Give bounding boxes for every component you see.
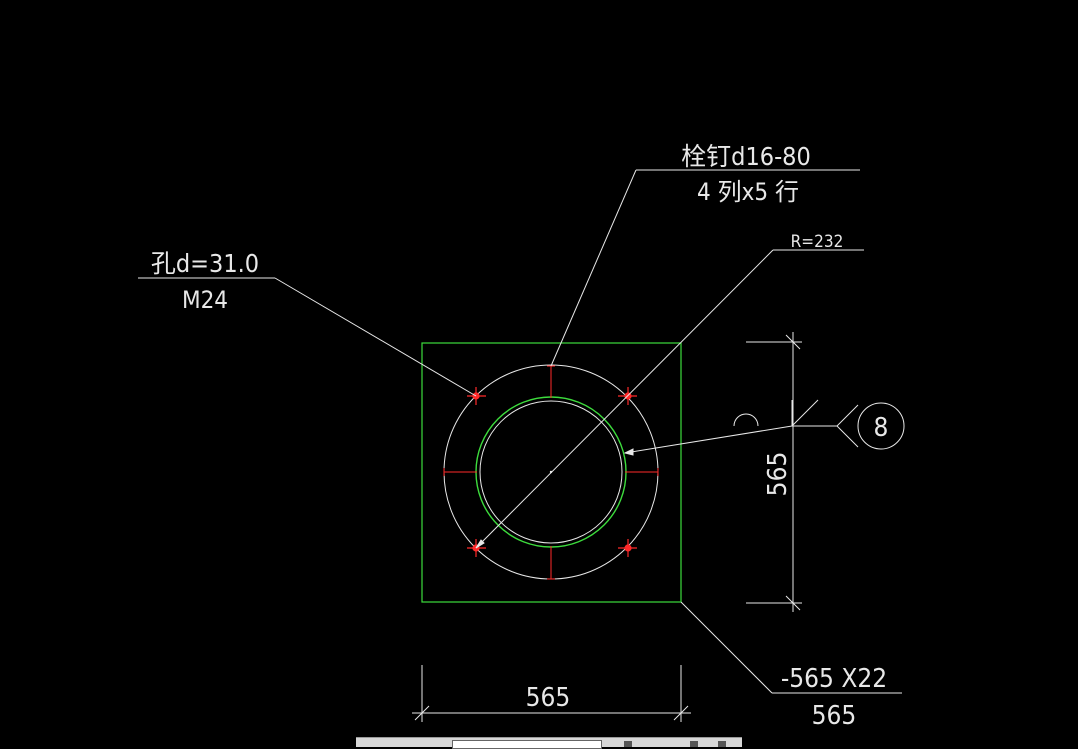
vertical-dimension (746, 332, 802, 612)
toolbar-icon[interactable] (718, 741, 726, 747)
horizontal-dimension (412, 665, 691, 722)
radius-label: R=232 (791, 232, 844, 252)
detail-bubble (857, 402, 905, 450)
pipe-inner (479, 400, 623, 544)
toolbar-icon[interactable] (624, 741, 632, 747)
stud-layout-label: 4 列x5 行 (697, 178, 799, 206)
horizontal-dimension-label: 565 (526, 683, 571, 713)
bolt-bottom-right (618, 539, 637, 557)
leader-lines (138, 169, 902, 694)
stiffeners (443, 365, 659, 580)
plate-thickness-label: -565 X22 (781, 664, 887, 694)
plate-width-label: 565 (812, 701, 857, 731)
toolbar-icon[interactable] (690, 741, 698, 747)
base-plate (421, 342, 682, 603)
detail-number: 8 (874, 413, 889, 443)
vertical-dimension-label: 565 (763, 452, 793, 497)
command-input[interactable] (452, 740, 602, 749)
stud-spec-label: 栓钉d16-80 (681, 142, 811, 171)
bolt-size-label: M24 (182, 286, 228, 314)
hole-diameter-label: 孔d=31.0 (151, 249, 259, 278)
